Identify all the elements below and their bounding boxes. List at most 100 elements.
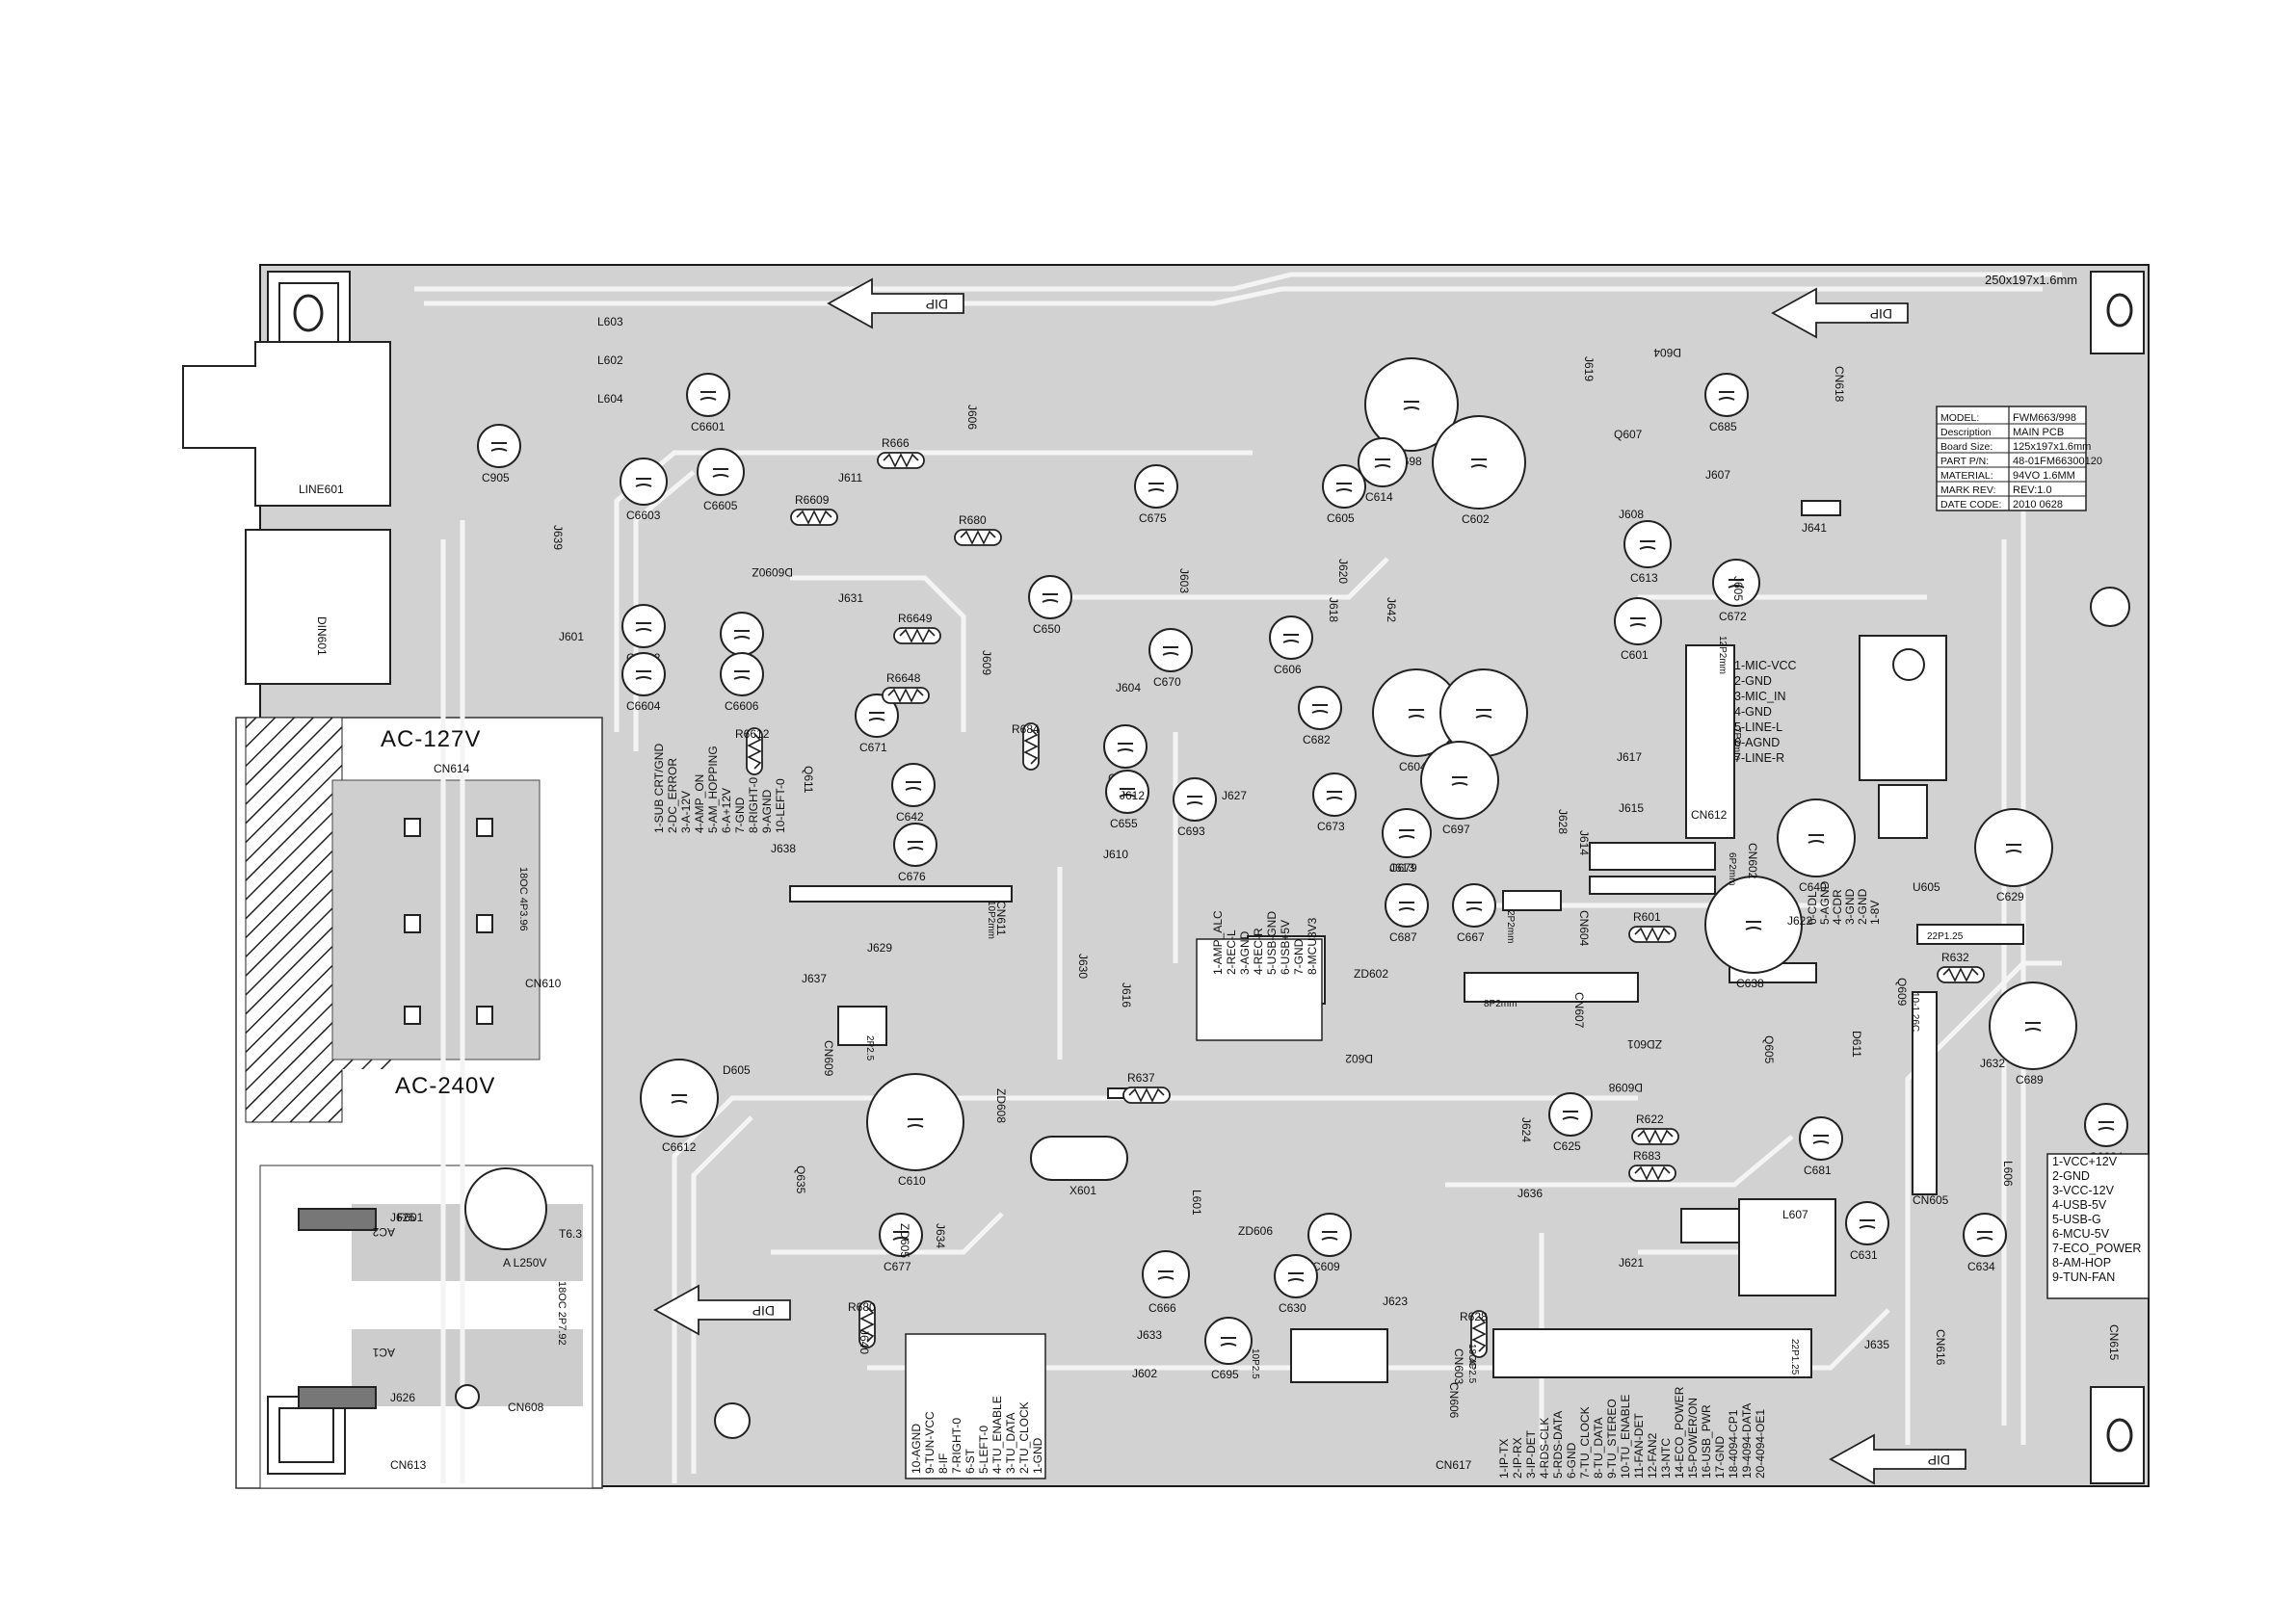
ref-connectors-14: CN615 bbox=[2107, 1324, 2121, 1361]
capacitor-label: C693 bbox=[1177, 825, 1205, 838]
capacitor-c602: C602 bbox=[1432, 415, 1526, 526]
resistor-label: R632 bbox=[1941, 951, 1969, 964]
ref-transistors-3: Q605 bbox=[1762, 1035, 1776, 1064]
voltage-label-240: AC-240V bbox=[395, 1073, 495, 1099]
capacitor-c670: C670 bbox=[1148, 628, 1193, 689]
ref-connectors-9: CN605 bbox=[1913, 1193, 1949, 1207]
info-value-1: MAIN PCB bbox=[2013, 427, 2064, 438]
capacitor-layer: C6601C905C6603C6605C6602C6607C6604C6606C… bbox=[477, 357, 2128, 1381]
ref-connector_pitch-1: 6P2mm bbox=[1727, 852, 1737, 885]
capacitor-label: C614 bbox=[1365, 490, 1393, 504]
capacitor-c631: C631 bbox=[1845, 1201, 1889, 1262]
resistor-r622-9 bbox=[1631, 1128, 1679, 1145]
ref-jumpers-14: J605 bbox=[1731, 576, 1745, 601]
ref-connector_pitch-0: 12P2mm bbox=[1717, 636, 1728, 674]
info-value-6: 2010 0628 bbox=[2013, 499, 2063, 510]
pin-cn609-7: 3-TU_DATA bbox=[1004, 1412, 1017, 1474]
pin-cn605-2: 3-VCC-12V bbox=[2052, 1184, 2115, 1197]
ref-jumpers-13: J641 bbox=[1802, 521, 1827, 535]
pin-cn603-12: 13-NTC bbox=[1659, 1438, 1673, 1479]
ref-inductors-4: L606 bbox=[2001, 1161, 2015, 1187]
ref-jumpers-19: J615 bbox=[1619, 801, 1644, 815]
ref-connectors-6: CN602 bbox=[1746, 843, 1759, 879]
capacitor-c6605: C6605 bbox=[697, 448, 745, 512]
pin-cn607-1: 2-REC-L bbox=[1225, 929, 1238, 975]
ref-jumpers-36: J602 bbox=[1132, 1367, 1157, 1380]
ref-connector_pitch-2: 8P2mm bbox=[1484, 999, 1517, 1009]
capacitor-label: C670 bbox=[1153, 675, 1181, 689]
capacitor-c640: C640 bbox=[1777, 798, 1856, 894]
capacitor-label: C666 bbox=[1148, 1301, 1176, 1315]
dip-arrow-label: DIP bbox=[1870, 306, 1892, 322]
ref-connectors-4: CN611 bbox=[994, 901, 1008, 936]
pin-cn602-3: 3-GND bbox=[1843, 888, 1857, 925]
pin-cn611-1: 2-DC_ERROR bbox=[666, 758, 679, 833]
capacitor-c614: C614 bbox=[1358, 437, 1408, 504]
connector-code-cn608: 18OC 2P7.92 bbox=[556, 1281, 567, 1346]
capacitor-label: C6604 bbox=[626, 699, 661, 713]
ref-diodes-2: ZD608 bbox=[994, 1088, 1008, 1123]
pin-cn603-19: 20-4094-OE1 bbox=[1754, 1409, 1767, 1479]
voltage-label-127: AC-127V bbox=[381, 726, 481, 752]
ref-transistors-4: Q635 bbox=[794, 1165, 807, 1194]
capacitor-c610: C610 bbox=[866, 1073, 964, 1188]
resistor-label: R601 bbox=[1633, 910, 1661, 924]
capacitor-c666: C666 bbox=[1142, 1250, 1190, 1315]
pin-cn603-4: 5-RDS-DATA bbox=[1551, 1411, 1565, 1479]
capacitor-label: C676 bbox=[898, 870, 926, 883]
connector-code-cn610: 18OC 4P3.96 bbox=[517, 867, 529, 931]
ref-jumpers-6: J603 bbox=[1177, 568, 1191, 593]
pin-cn603-3: 4-RDS-CLK bbox=[1538, 1418, 1551, 1479]
ref-connectors-16: CN618 bbox=[1833, 366, 1846, 403]
ref-connectors-2: CN608 bbox=[508, 1400, 544, 1414]
ref-jumpers-17: J627 bbox=[1222, 789, 1247, 802]
pin-cn612-5: 6-AGND bbox=[1734, 736, 1780, 749]
ref-jumpers-39: J635 bbox=[1864, 1338, 1889, 1351]
pin-cn607-2: 3-AGND bbox=[1238, 930, 1252, 975]
info-value-4: 94VO 1.6MM bbox=[2013, 470, 2075, 482]
capacitor-c605: C605 bbox=[1322, 464, 1366, 525]
resistor-r683-10 bbox=[1628, 1165, 1676, 1182]
pin-cn611-4: 5-AM_HOPPING bbox=[706, 746, 720, 833]
pin-cn603-15: 16-USB_PWR bbox=[1700, 1404, 1713, 1479]
capacitor-label: C6603 bbox=[626, 509, 661, 522]
capacitor-c650: C650 bbox=[1028, 575, 1072, 636]
resistor-r680-13 bbox=[858, 1300, 876, 1348]
capacitor-label: C609 bbox=[1312, 1260, 1340, 1273]
dip-arrow-label: DIP bbox=[752, 1303, 775, 1319]
resistor-label: R6648 bbox=[886, 671, 921, 685]
pin-cn602-0: 6-CDL bbox=[1806, 891, 1819, 925]
resistor-label: R6609 bbox=[795, 493, 830, 507]
ref-connectors-1: CN610 bbox=[525, 977, 562, 990]
ref-inductors-1: L602 bbox=[597, 353, 623, 367]
ref-jumpers-35: J633 bbox=[1137, 1328, 1162, 1342]
ref-jumpers-18: J617 bbox=[1617, 750, 1642, 764]
ref-transistors-2: Q609 bbox=[1895, 978, 1909, 1007]
capacitor-c638: C638 bbox=[1704, 876, 1803, 990]
ref-jumpers-27: J630 bbox=[1076, 954, 1090, 979]
info-key-5: MARK REV: bbox=[1940, 484, 1995, 496]
capacitor-label: C667 bbox=[1457, 930, 1485, 944]
capacitor-label: C630 bbox=[1279, 1301, 1306, 1315]
capacitor-c693: C693 bbox=[1173, 777, 1217, 838]
capacitor-label: C610 bbox=[898, 1174, 926, 1188]
capacitor-c629: C629 bbox=[1974, 808, 2053, 903]
capacitor-c634: C634 bbox=[1963, 1213, 2007, 1273]
pin-cn611-7: 8-RIGHT-0 bbox=[747, 777, 760, 833]
ref-transistors-1: Q611 bbox=[802, 766, 815, 794]
pin-cn609-2: 8-IF bbox=[937, 1453, 950, 1474]
ref-misc-1: U605 bbox=[1913, 880, 1940, 894]
pin-cn609-8: 2-TU_CLOCK bbox=[1017, 1401, 1031, 1474]
capacitor-label: C6605 bbox=[703, 499, 738, 512]
pin-cn603-10: 11-FAN-DET bbox=[1632, 1413, 1646, 1479]
ref-connector_pitch-12: 22P1.25 bbox=[1789, 1339, 1800, 1375]
ref-connector_pitch-11: 18OC bbox=[1466, 1344, 1477, 1369]
capacitor-label: C606 bbox=[1274, 663, 1302, 676]
pin-cn603-11: 12-FAN2 bbox=[1646, 1432, 1659, 1479]
ref-connectors-3: CN613 bbox=[390, 1458, 427, 1472]
pin-cn607-6: 7-GND bbox=[1292, 938, 1306, 975]
resistor-label: R684 bbox=[1012, 722, 1040, 736]
pin-cn607-4: 5-USB-GND bbox=[1265, 911, 1279, 975]
pin-cn603-2: 3-IP-DET bbox=[1524, 1429, 1538, 1479]
resistor-r6609-1 bbox=[790, 509, 838, 526]
